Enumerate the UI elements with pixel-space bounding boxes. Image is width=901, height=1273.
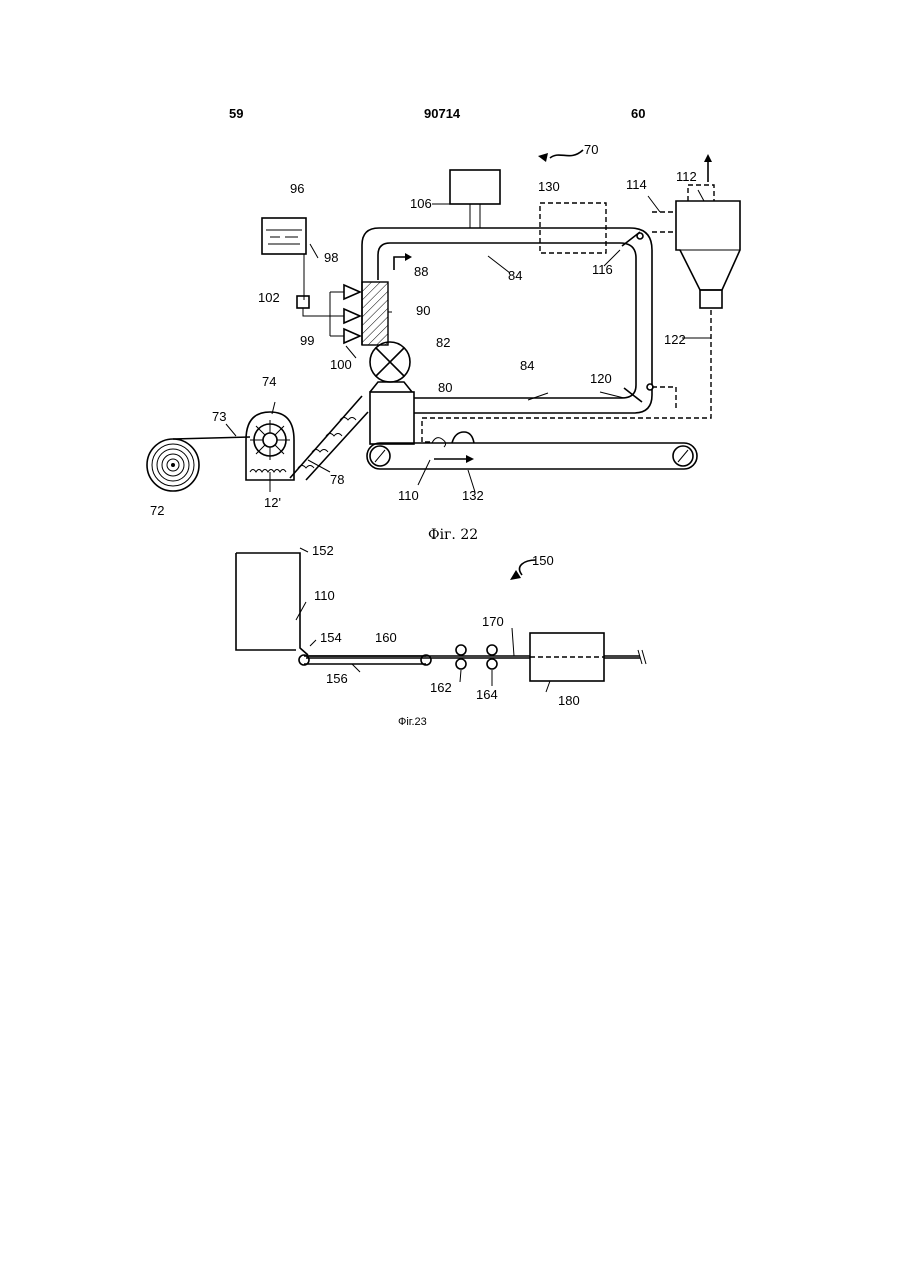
label-122: 122: [664, 332, 686, 347]
break-mark: [638, 650, 646, 664]
label-102: 102: [258, 290, 280, 305]
caption-fig23: Фіг.23: [398, 716, 427, 728]
bypass-line: [652, 387, 676, 410]
label-180: 180: [558, 693, 580, 708]
roller-164-bottom: [487, 659, 497, 669]
roll-core: [171, 463, 175, 467]
label-70: 70: [584, 142, 598, 157]
label-120: 120: [590, 371, 612, 386]
belt-conveyor: [367, 443, 697, 469]
figure-22: 70 96 106 130 114 112 98 88 84 116 102 9…: [147, 142, 740, 543]
web-170: [604, 656, 640, 658]
label-164: 164: [476, 687, 498, 702]
caption-fig22: Фіг. 22: [428, 527, 478, 543]
cyclone-exhaust: [688, 185, 714, 201]
label-72: 72: [150, 503, 164, 518]
valve-line: [303, 308, 330, 316]
tank-96: [262, 218, 306, 254]
valve-102: [297, 296, 309, 308]
damper-116-pivot: [637, 233, 643, 239]
label-156: 156: [326, 671, 348, 686]
nozzle-1: [344, 285, 360, 299]
arrowhead-70: [538, 153, 548, 162]
cyclone-112: [676, 201, 740, 290]
shred-pieces: [250, 470, 286, 473]
belt-direction-arrowhead: [466, 455, 474, 463]
chamber-90: [362, 282, 388, 345]
feed-line: [284, 254, 304, 300]
label-162: 162: [430, 680, 452, 695]
conveyor-material: [298, 418, 356, 469]
label-154: 154: [320, 630, 342, 645]
box-106-connector: [470, 204, 480, 228]
label-80: 80: [438, 380, 452, 395]
label-152: 152: [312, 543, 334, 558]
label-82: 82: [436, 335, 450, 350]
label-100: 100: [330, 357, 352, 372]
label-90: 90: [416, 303, 430, 318]
label-112: 112: [676, 169, 697, 184]
damper-120: [624, 388, 642, 402]
conveyor-78: [290, 396, 368, 480]
label-130: 130: [538, 179, 560, 194]
label-74: 74: [262, 374, 276, 389]
web-73: [173, 437, 250, 439]
exhaust-arrowhead: [704, 154, 712, 162]
label-160: 160: [375, 630, 397, 645]
return-line-122: [422, 310, 711, 442]
duct-114: [652, 212, 676, 232]
roller-marks: [375, 450, 688, 462]
hood-132: [452, 432, 474, 443]
label-73: 73: [212, 409, 226, 424]
label-78: 78: [330, 472, 344, 487]
web-160: [306, 656, 530, 658]
nozzle-3: [344, 329, 360, 343]
label-84b: 84: [520, 358, 534, 373]
label-110: 110: [398, 488, 419, 503]
cyclone-outlet: [700, 290, 722, 308]
roller-164-top: [487, 645, 497, 655]
label-114: 114: [626, 177, 647, 192]
rotor-hub: [263, 433, 277, 447]
hopper-80: [370, 392, 414, 444]
label-132: 132: [462, 488, 484, 503]
figure-23: 152 150 110 170 154 160 156 162 164 180 …: [236, 543, 646, 728]
arrowhead-88: [405, 253, 412, 261]
flow-arrow-88: [394, 257, 405, 270]
label-106: 106: [410, 196, 432, 211]
roller-162-bottom: [456, 659, 466, 669]
label-96: 96: [290, 181, 304, 196]
hopper-152: [236, 553, 308, 655]
leader-70: [550, 150, 583, 158]
label-12: 12': [264, 495, 281, 510]
label-150: 150: [532, 553, 554, 568]
label-110: 110: [314, 588, 335, 603]
box-106: [450, 170, 500, 204]
label-99: 99: [300, 333, 314, 348]
tank-fluid: [266, 230, 302, 244]
label-98: 98: [324, 250, 338, 265]
label-170: 170: [482, 614, 504, 629]
nozzle-lines: [330, 292, 344, 336]
label-84a: 84: [508, 268, 522, 283]
nozzle-2: [344, 309, 360, 323]
hopper-80-top: [370, 382, 412, 392]
label-88: 88: [414, 264, 428, 279]
label-116: 116: [592, 262, 613, 277]
roller-162-top: [456, 645, 466, 655]
fan-blades: [376, 348, 404, 376]
